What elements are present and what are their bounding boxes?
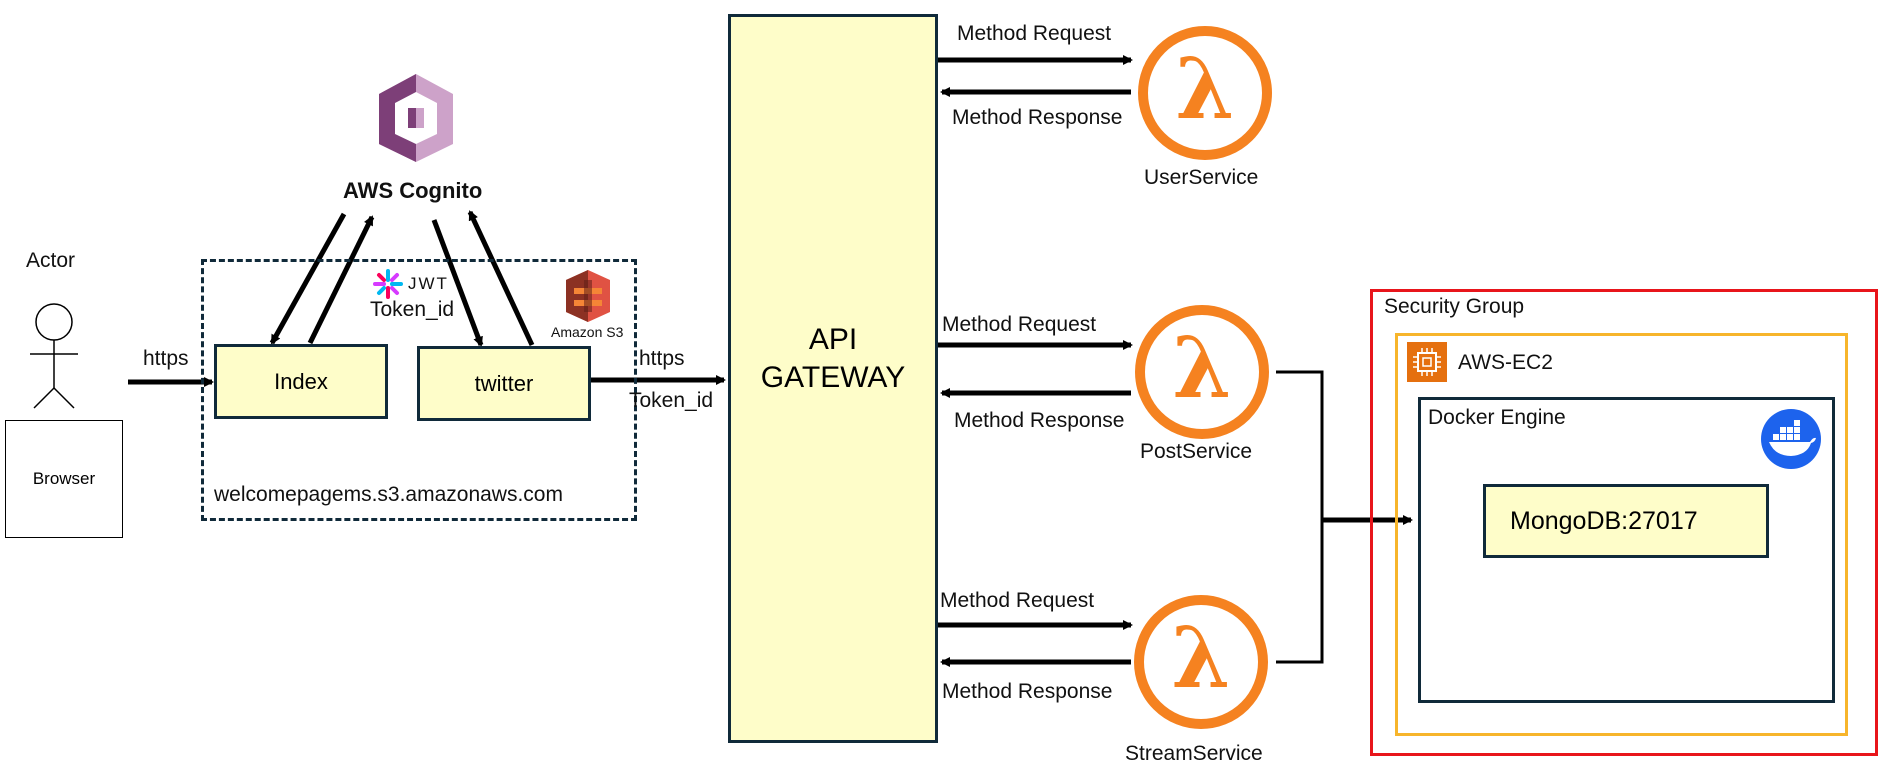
s3-website-region (201, 259, 637, 521)
aws-cognito-icon (379, 74, 453, 162)
amazon-s3-label: Amazon S3 (551, 324, 624, 340)
https-label-gateway: https (639, 347, 685, 370)
stream-method-response-label: Method Response (942, 680, 1113, 703)
arrow-twitter-to-cognito (467, 210, 535, 347)
api-gateway-label-line1: API (808, 323, 858, 356)
post-method-request-label: Method Request (942, 313, 1097, 336)
twitter-label: twitter (474, 370, 534, 396)
docker-icon (1761, 409, 1821, 469)
post-service-lambda-icon: λ (1135, 305, 1269, 439)
svg-text:λ: λ (1173, 318, 1232, 417)
jwt-label: JWT (408, 274, 449, 293)
user-method-response-label: Method Response (952, 106, 1123, 129)
mongodb-label: MongoDB:27017 (1510, 506, 1698, 535)
svg-text:λ: λ (1176, 39, 1235, 138)
bracket-services-to-db (1276, 370, 1324, 664)
browser-label: Browser (32, 469, 96, 488)
actor-label: Actor (26, 249, 76, 272)
index-label: Index (274, 368, 328, 394)
arrow-index-to-cognito (307, 215, 375, 345)
api-gateway-node: API GATEWAY (728, 14, 938, 743)
user-service-lambda-icon: λ (1138, 26, 1272, 160)
actor-stick-figure-icon (30, 303, 78, 409)
stream-service-lambda-icon: λ (1134, 595, 1268, 729)
index-page-node: Index (214, 344, 388, 419)
stream-service-label: StreamService (1125, 742, 1263, 765)
aws-ec2-container (1395, 333, 1848, 736)
user-method-request-label: Method Request (957, 22, 1112, 45)
aws-ec2-icon (1407, 342, 1447, 382)
amazon-s3-icon (566, 270, 610, 322)
svg-text:λ: λ (1172, 608, 1231, 707)
browser-box: Browser (5, 420, 123, 538)
post-method-response-label: Method Response (954, 409, 1125, 432)
docker-engine-container (1418, 397, 1835, 703)
aws-ec2-label: AWS-EC2 (1458, 351, 1553, 374)
token-id-label-gateway: Token_id (629, 389, 714, 412)
stream-method-request-label: Method Request (940, 589, 1095, 612)
aws-cognito-label: AWS Cognito (343, 178, 483, 203)
s3-domain-label: welcomepagems.s3.amazonaws.com (214, 483, 563, 506)
jwt-icon (373, 269, 403, 299)
docker-engine-label: Docker Engine (1428, 406, 1566, 429)
arrow-cognito-to-index (269, 212, 347, 345)
post-service-label: PostService (1140, 440, 1253, 463)
mongodb-node: MongoDB:27017 (1483, 484, 1769, 558)
security-group-container (1370, 289, 1878, 756)
https-label-browser: https (143, 347, 189, 370)
twitter-page-node: twitter (417, 346, 591, 421)
api-gateway-label-line2: GATEWAY (760, 361, 906, 394)
security-group-label: Security Group (1384, 295, 1525, 318)
arrow-cognito-to-twitter (431, 219, 484, 347)
user-service-label: UserService (1144, 166, 1259, 189)
token-id-label: Token_id (370, 298, 455, 321)
